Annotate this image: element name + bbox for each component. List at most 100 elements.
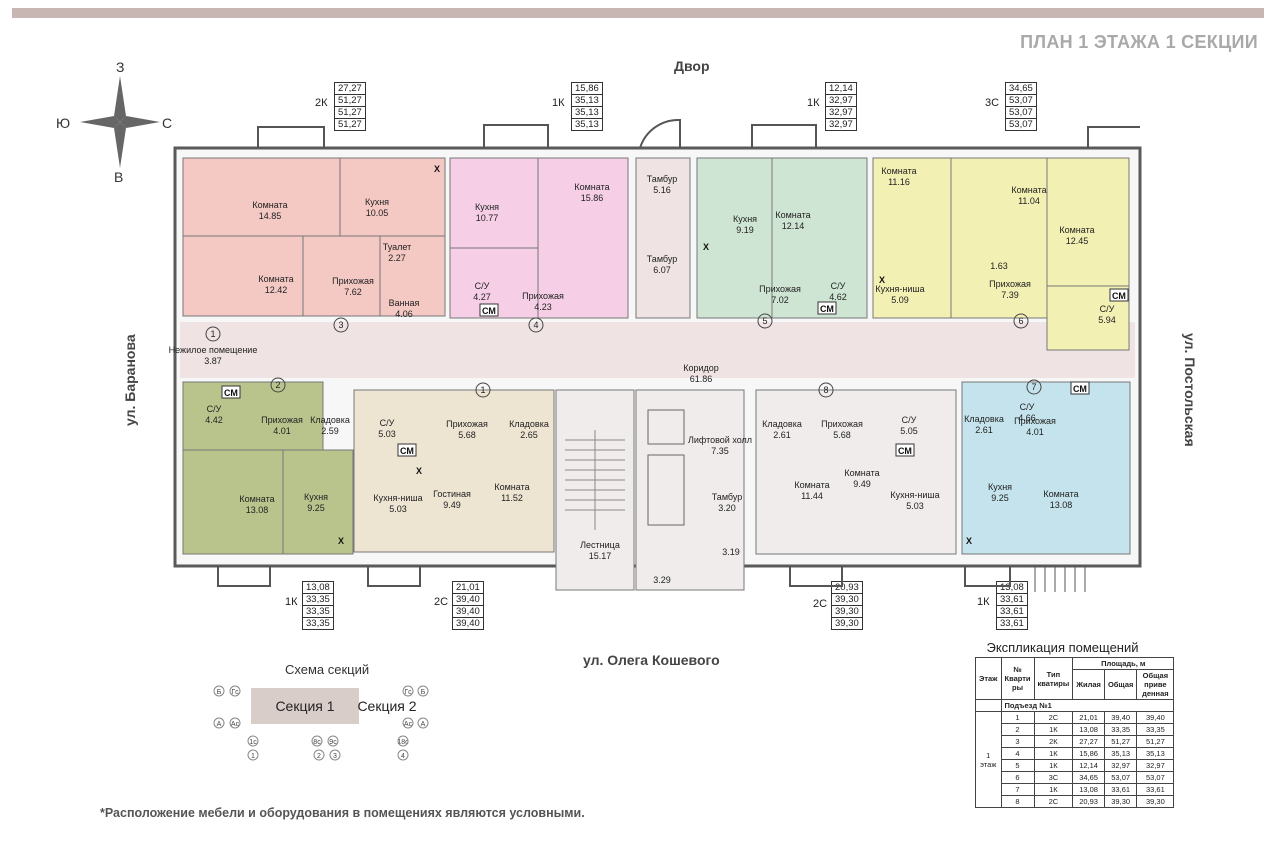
room-name: Комната xyxy=(794,480,829,490)
section-1[interactable]: Секция 1 xyxy=(251,688,359,724)
svg-text:Гс: Гс xyxy=(404,689,412,696)
room-name: С/У xyxy=(1100,304,1115,314)
room-area: 11.16 xyxy=(888,177,910,187)
street-top-yard: Двор xyxy=(674,58,710,74)
room-name: С/У xyxy=(207,404,222,414)
room-area: 4.66 xyxy=(1018,413,1036,423)
x-badge: Х xyxy=(879,275,885,285)
compass-west: Ю xyxy=(56,115,70,131)
room-name: Туалет xyxy=(383,242,411,252)
room-area: 10.77 xyxy=(476,213,499,223)
small-area-2: 3.29 xyxy=(653,575,671,585)
room-area: 5.03 xyxy=(378,429,396,439)
street-bottom: ул. Олега Кошевого xyxy=(583,652,720,668)
room-name: Нежилое помещение xyxy=(169,345,258,355)
room-name: Тамбур xyxy=(647,254,678,264)
room-name: Ванная xyxy=(389,298,420,308)
svg-text:18с: 18с xyxy=(397,739,409,746)
room-area: 10.05 xyxy=(366,208,389,218)
room-name: Коридор xyxy=(683,363,719,373)
cm-badge: СМ xyxy=(820,304,834,314)
room-area: 9.25 xyxy=(991,493,1009,503)
page-title: ПЛАН 1 ЭТАЖА 1 СЕКЦИИ xyxy=(1020,32,1258,52)
svg-text:Б: Б xyxy=(217,689,222,696)
room-area: 7.62 xyxy=(344,287,362,297)
room-name: Комната xyxy=(881,166,916,176)
marker-2: 2 xyxy=(275,380,280,390)
x-badge: Х xyxy=(434,164,440,174)
room-area: 7.39 xyxy=(1001,290,1019,300)
room-name: Лифтовой холл xyxy=(688,435,752,445)
marker-8: 8 xyxy=(823,385,828,395)
room-area: 61.86 xyxy=(690,374,713,384)
cm-badge: СМ xyxy=(1073,384,1087,394)
room-name: Кухня xyxy=(365,197,389,207)
room-area: 7.35 xyxy=(711,446,729,456)
section-2[interactable]: Секция 2 xyxy=(357,698,417,714)
cm-badge: СМ xyxy=(224,388,238,398)
explication-title: Экспликация помещений xyxy=(986,640,1139,655)
apt-type-bottom-1: 1К xyxy=(285,596,298,608)
room-area: 15.17 xyxy=(589,551,612,561)
room-name: Кухня-ниша xyxy=(875,284,924,294)
svg-text:2: 2 xyxy=(317,753,321,760)
room-area: 5.94 xyxy=(1098,315,1116,325)
room-area: 2.61 xyxy=(975,425,993,435)
sections-title: Схема секций xyxy=(285,662,370,677)
room-name: Прихожая xyxy=(821,419,863,429)
room-name: Прихожая xyxy=(759,284,801,294)
room-name: Комната xyxy=(1043,489,1078,499)
room-area: 4.06 xyxy=(395,309,413,319)
room-area: 5.05 xyxy=(900,426,918,436)
marker-1: 1 xyxy=(210,329,215,339)
small-area-1: 1.63 xyxy=(990,261,1008,271)
marker-4: 4 xyxy=(533,320,538,330)
cm-badge: СМ xyxy=(1112,291,1126,301)
room-name: Комната xyxy=(574,182,609,192)
room-area: 9.19 xyxy=(736,225,754,235)
room-name: Тамбур xyxy=(712,492,743,502)
room-area: 3.20 xyxy=(718,503,736,513)
room-name: С/У xyxy=(902,415,917,425)
room-name: Тамбур xyxy=(647,174,678,184)
explication-table: Этаж № Кварти ры Тип кватиры Площадь, м … xyxy=(975,657,1175,808)
room-name: Кухня-ниша xyxy=(890,490,939,500)
small-area-3: 3.19 xyxy=(722,547,740,557)
room-area: 2.59 xyxy=(321,426,339,436)
room-name: Комната xyxy=(1011,185,1046,195)
room-area: 5.16 xyxy=(653,185,671,195)
room-name: Прихожая xyxy=(332,276,374,286)
room-area: 4.42 xyxy=(205,415,223,425)
marker-1b: 1 xyxy=(480,385,485,395)
room-area: 13.08 xyxy=(1050,500,1073,510)
room-name: Комната xyxy=(494,482,529,492)
room-name: Кухня xyxy=(733,214,757,224)
room-name: Кладовка xyxy=(509,419,549,429)
svg-text:8с: 8с xyxy=(313,739,321,746)
room-name: С/У xyxy=(380,418,395,428)
room-area: 14.85 xyxy=(259,211,282,221)
room-name: Прихожая xyxy=(1014,416,1056,426)
apt-type-bottom-2: 2С xyxy=(434,596,449,608)
x-badge: Х xyxy=(966,536,972,546)
room-area: 3.87 xyxy=(204,356,222,366)
room-name: Комната xyxy=(775,210,810,220)
room-area: 4.01 xyxy=(273,426,291,436)
room-area: 9.25 xyxy=(307,503,325,513)
apt-type-top-4: 3С xyxy=(985,97,1000,109)
apt-type-top-1: 2К xyxy=(315,97,328,109)
room-name: Комната xyxy=(1059,225,1094,235)
room-name: Кухня xyxy=(304,492,328,502)
room-name: Прихожая xyxy=(446,419,488,429)
room-area: 2.27 xyxy=(388,253,406,263)
svg-text:Б: Б xyxy=(421,689,426,696)
room-name: Комната xyxy=(252,200,287,210)
room-area: 5.09 xyxy=(891,295,909,305)
compass-north: З xyxy=(116,59,124,75)
